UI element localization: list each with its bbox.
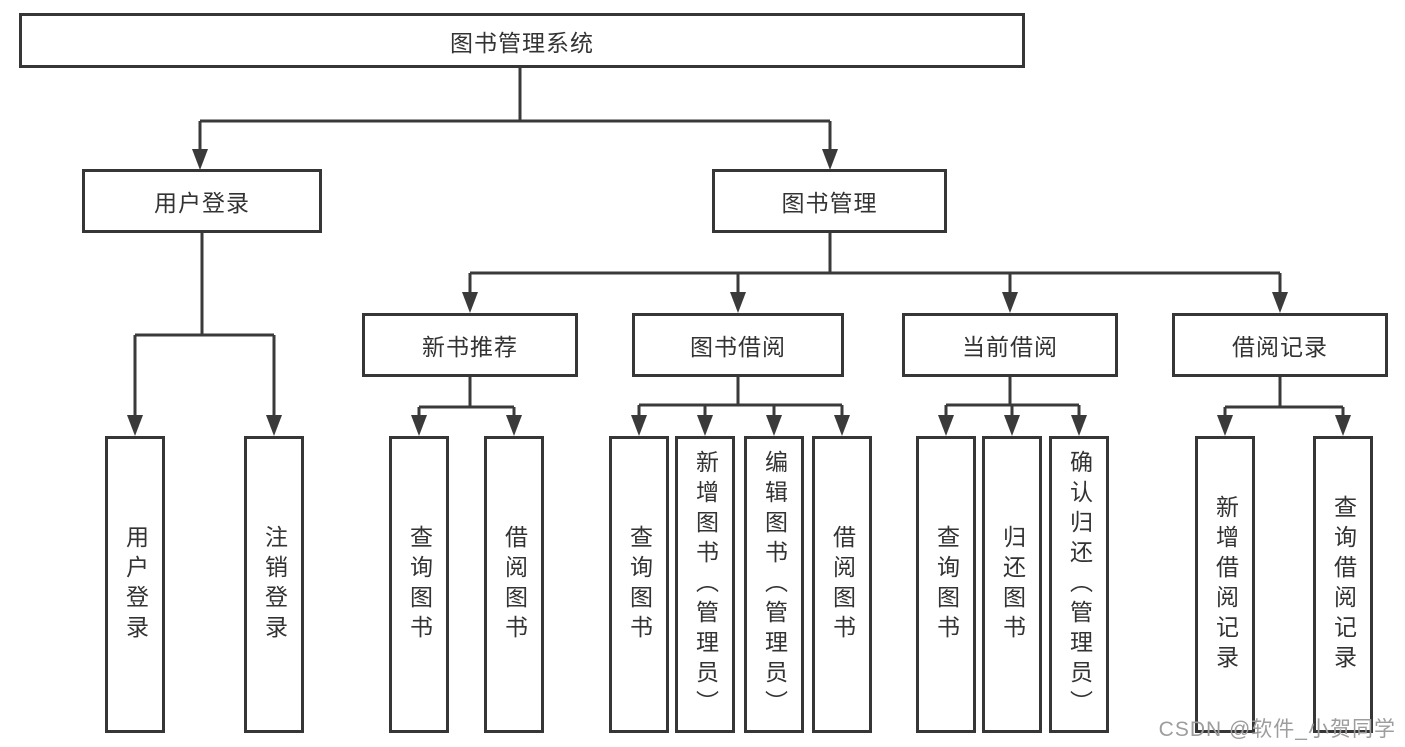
leaf-logout: 注销登录 xyxy=(244,436,304,733)
leaf-query-books-recommend: 查询图书 xyxy=(389,436,449,733)
leaf-add-borrow-record: 新增借阅记录 xyxy=(1195,436,1255,733)
connector-book-management xyxy=(462,232,1288,313)
connector-records xyxy=(1217,376,1351,436)
leaf-query-books-borrow: 查询图书 xyxy=(609,436,669,733)
node-book-borrow: 图书借阅 xyxy=(632,313,844,377)
node-borrow-records: 借阅记录 xyxy=(1172,313,1388,377)
leaf-edit-book-admin: 编辑图书（管理员） xyxy=(744,436,804,733)
leaf-user-login: 用户登录 xyxy=(105,436,165,733)
leaf-query-borrow-record: 查询借阅记录 xyxy=(1313,436,1373,733)
node-book-management: 图书管理 xyxy=(712,169,947,233)
watermark-text: CSDN @软件_小贺同学 xyxy=(1158,718,1396,741)
leaf-query-books-current: 查询图书 xyxy=(916,436,976,733)
node-new-book-recommend: 新书推荐 xyxy=(362,313,578,377)
connector-root xyxy=(192,66,838,170)
leaf-confirm-return-admin: 确认归还（管理员） xyxy=(1049,436,1109,733)
connector-current xyxy=(938,376,1087,436)
leaf-return-book: 归还图书 xyxy=(982,436,1042,733)
node-library-system: 图书管理系统 xyxy=(19,13,1025,68)
leaf-borrow-books-recommend: 借阅图书 xyxy=(484,436,544,733)
leaf-add-book-admin: 新增图书（管理员） xyxy=(675,436,735,733)
node-user-login: 用户登录 xyxy=(82,169,322,233)
connector-borrow xyxy=(631,376,850,436)
connector-recommend xyxy=(411,376,522,436)
node-current-borrow: 当前借阅 xyxy=(902,313,1118,377)
leaf-borrow-books: 借阅图书 xyxy=(812,436,872,733)
connector-user-login xyxy=(127,232,282,436)
